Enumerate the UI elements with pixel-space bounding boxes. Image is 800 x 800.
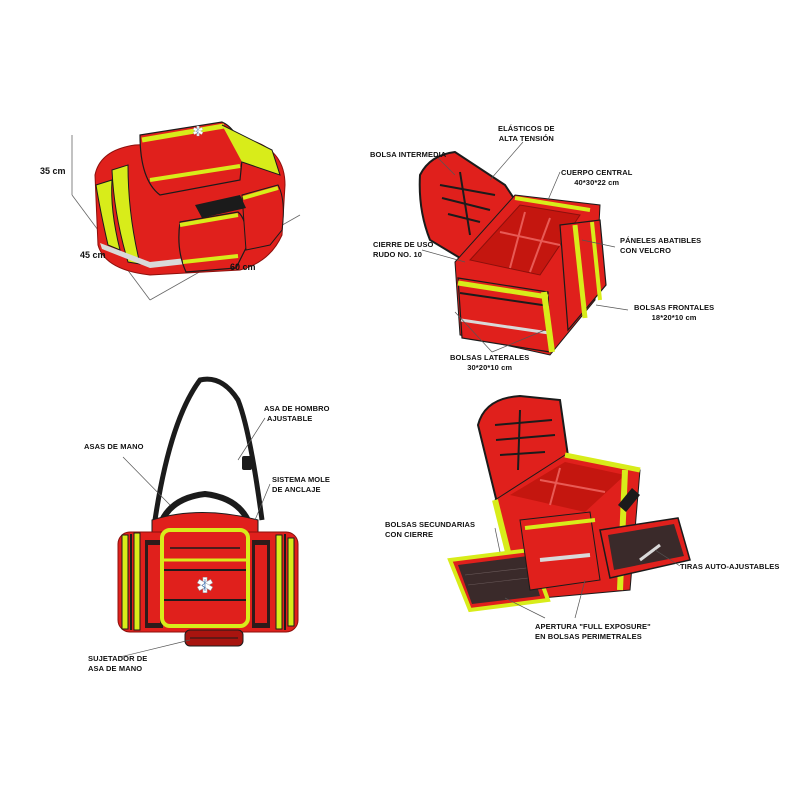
label-cierre: CIERRE DE USO RUDO NO. 10 [373, 240, 433, 260]
label-sujetador-line2: ASA DE MANO [88, 664, 143, 673]
label-paneles-line1: PÁNELES ABATIBLES [620, 236, 702, 245]
bag-closed-view [94, 121, 286, 276]
label-bolsas-secundarias: BOLSAS SECUNDARIAS CON CIERRE [385, 520, 475, 540]
label-cierre-line1: CIERRE DE USO [373, 240, 434, 249]
bag-full-exposure-view [447, 394, 691, 613]
dimension-height-label: 35 cm [40, 166, 66, 176]
label-asa-hombro-line1: ASA DE HOMBRO [264, 404, 330, 413]
label-asas-mano: ASAS DE MANO [84, 442, 144, 451]
front-callout-lines [119, 417, 271, 658]
label-sujetador-line1: SUJETADOR DE [88, 654, 148, 663]
label-paneles: PÁNELES ABATIBLES CON VELCRO [620, 236, 701, 256]
label-apertura-line2: EN BOLSAS PERIMETRALES [535, 632, 642, 641]
label-cierre-line2: RUDO NO. 10 [373, 250, 423, 259]
label-cuerpo-central-line1: CUERPO CENTRAL [561, 168, 633, 177]
label-elasticos-line2: ALTA TENSIÓN [498, 134, 554, 143]
label-cuerpo-central: CUERPO CENTRAL 40*30*22 cm [561, 168, 632, 188]
label-bolsas-frontales-line1: BOLSAS FRONTALES [634, 303, 715, 312]
label-sistema-mole-line2: DE ANCLAJE [272, 485, 321, 494]
bag-open-interior-view [418, 150, 607, 356]
label-bolsas-frontales: BOLSAS FRONTALES 18*20*10 cm [634, 303, 714, 323]
label-bolsas-secundarias-line2: CON CIERRE [385, 530, 434, 539]
label-asa-hombro: ASA DE HOMBRO AJUSTABLE [264, 404, 330, 424]
label-tiras: TIRAS AUTO-AJUSTABLES [680, 562, 780, 571]
open-callout-lines [494, 527, 681, 619]
label-elasticos-line1: ELÁSTICOS DE [498, 124, 555, 133]
label-paneles-line2: CON VELCRO [620, 246, 672, 255]
label-sistema-mole: SISTEMA MOLE DE ANCLAJE [272, 475, 330, 495]
label-sujetador: SUJETADOR DE ASA DE MANO [88, 654, 147, 674]
label-asa-hombro-line2: AJUSTABLE [267, 414, 313, 423]
label-apertura: APERTURA "FULL EXPOSURE" EN BOLSAS PERIM… [535, 622, 651, 642]
label-bolsas-laterales-line1: BOLSAS LATERALES [450, 353, 530, 362]
dimension-depth-label: 45 cm [80, 250, 106, 260]
dimension-width-label: 60 cm [230, 262, 256, 272]
label-bolsas-secundarias-line1: BOLSAS SECUNDARIAS [385, 520, 476, 529]
label-bolsas-frontales-line2: 18*20*10 cm [651, 313, 697, 322]
label-bolsas-laterales: BOLSAS LATERALES 30*20*10 cm [450, 353, 529, 373]
label-bolsas-laterales-line2: 30*20*10 cm [467, 363, 513, 372]
label-bolsa-intermedia: BOLSA INTERMEDIA [370, 150, 447, 159]
label-apertura-line1: APERTURA "FULL EXPOSURE" [535, 622, 651, 631]
interior-callout-lines [421, 141, 629, 353]
label-cuerpo-central-line2: 40*30*22 cm [574, 178, 620, 187]
label-sistema-mole-line1: SISTEMA MOLE [272, 475, 331, 484]
bag-front-view [117, 376, 299, 647]
label-elasticos: ELÁSTICOS DE ALTA TENSIÓN [498, 124, 555, 144]
